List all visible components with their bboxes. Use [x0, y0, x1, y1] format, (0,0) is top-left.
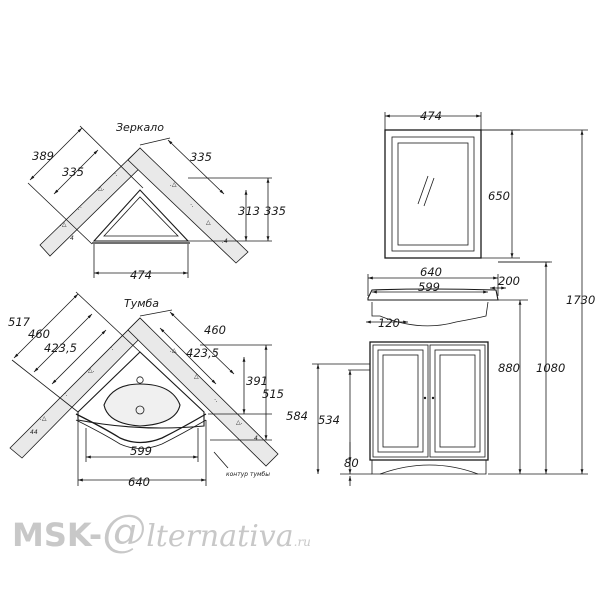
watermark-logo: MSK-@lternativa.ru — [12, 506, 311, 557]
mirror-title: Зеркало — [116, 121, 164, 134]
dim-front-474: 474 — [420, 109, 442, 123]
svg-text:△: △ — [194, 373, 199, 380]
svg-text:.△: .△ — [170, 181, 177, 188]
dim-front-120: 120 — [378, 316, 400, 330]
watermark-domain: .ru — [293, 535, 311, 549]
dim-cabinet-460b: 460 — [204, 323, 226, 337]
watermark-brand: MSK- — [12, 516, 103, 554]
dim-front-880: 880 — [498, 361, 520, 375]
svg-text:.·: .· — [78, 205, 82, 212]
dim-mirror-335c: 335 — [264, 204, 286, 218]
dim-mirror-335a: 335 — [62, 165, 84, 179]
front-elevation: 474 650 1730 640 599 200 120 880 1080 — [286, 109, 595, 486]
dim-front-534: 534 — [318, 413, 340, 427]
dim-front-650: 650 — [488, 189, 510, 203]
svg-text:·.: ·. — [214, 397, 218, 404]
contour-label: контур тумбы — [226, 471, 270, 478]
dim-cabinet-640: 640 — [128, 475, 150, 489]
dim-mirror-313: 313 — [238, 204, 260, 218]
dim-front-1730: 1730 — [566, 293, 595, 307]
right-door — [429, 344, 486, 458]
mirror-frame — [384, 129, 482, 259]
svg-text:·.: ·. — [64, 391, 68, 398]
svg-text:·.: ·. — [114, 171, 118, 178]
dim-front-640: 640 — [420, 265, 442, 279]
cabinet-plan-view: .△ ·. △. ·. .△ △ ·. △. 4 44 Тумба 517 46… — [8, 291, 284, 489]
basin-outline — [103, 383, 181, 427]
cabinet-body — [369, 341, 489, 461]
dim-cabinet-599: 599 — [130, 444, 152, 458]
svg-text:△: △ — [206, 219, 211, 226]
dim-mirror-335b: 335 — [190, 150, 212, 164]
svg-text:.4: .4 — [222, 238, 228, 245]
left-door — [372, 344, 429, 458]
svg-text:.△: .△ — [40, 415, 47, 422]
drain-hole — [135, 405, 145, 415]
dim-front-80: 80 — [344, 456, 359, 470]
dim-cabinet-423b: 423,5 — [186, 346, 219, 360]
svg-text:△.: △. — [236, 419, 243, 426]
svg-text:.△: .△ — [60, 221, 67, 228]
door-handle-left — [423, 396, 427, 400]
watermark-rest: lternativa — [146, 519, 294, 554]
dim-mirror-474: 474 — [130, 268, 152, 282]
dim-cabinet-391: 391 — [246, 374, 268, 388]
svg-text:·.: ·. — [190, 202, 194, 209]
dim-cabinet-515: 515 — [262, 387, 284, 401]
dim-front-1080: 1080 — [536, 361, 565, 375]
svg-text:4: 4 — [254, 435, 258, 442]
svg-text:4: 4 — [70, 235, 74, 242]
dim-cabinet-423a: 423,5 — [44, 341, 77, 355]
svg-text:.△: .△ — [170, 347, 177, 354]
dim-front-599: 599 — [418, 280, 440, 294]
faucet-hole — [136, 376, 144, 384]
dim-cabinet-460a: 460 — [28, 327, 50, 341]
svg-text:△.: △. — [98, 185, 105, 192]
svg-text:△.: △. — [88, 367, 95, 374]
right-wall-hatch — [127, 147, 249, 264]
dim-front-584: 584 — [286, 409, 308, 423]
dim-mirror-389: 389 — [32, 149, 54, 163]
mirror-triangle — [92, 189, 190, 242]
svg-text:44: 44 — [30, 429, 38, 436]
dim-cabinet-517: 517 — [8, 315, 31, 329]
dim-front-200: 200 — [498, 274, 520, 288]
mirror-plan-view: .△ .· △. ·. .△ ·. △ .4 4 Зеркало 389 335… — [27, 121, 286, 282]
svg-text:·.: ·. — [110, 345, 114, 352]
watermark-at: @ — [102, 506, 147, 557]
door-handle-right — [431, 396, 435, 400]
cabinet-title: Тумба — [124, 297, 159, 310]
